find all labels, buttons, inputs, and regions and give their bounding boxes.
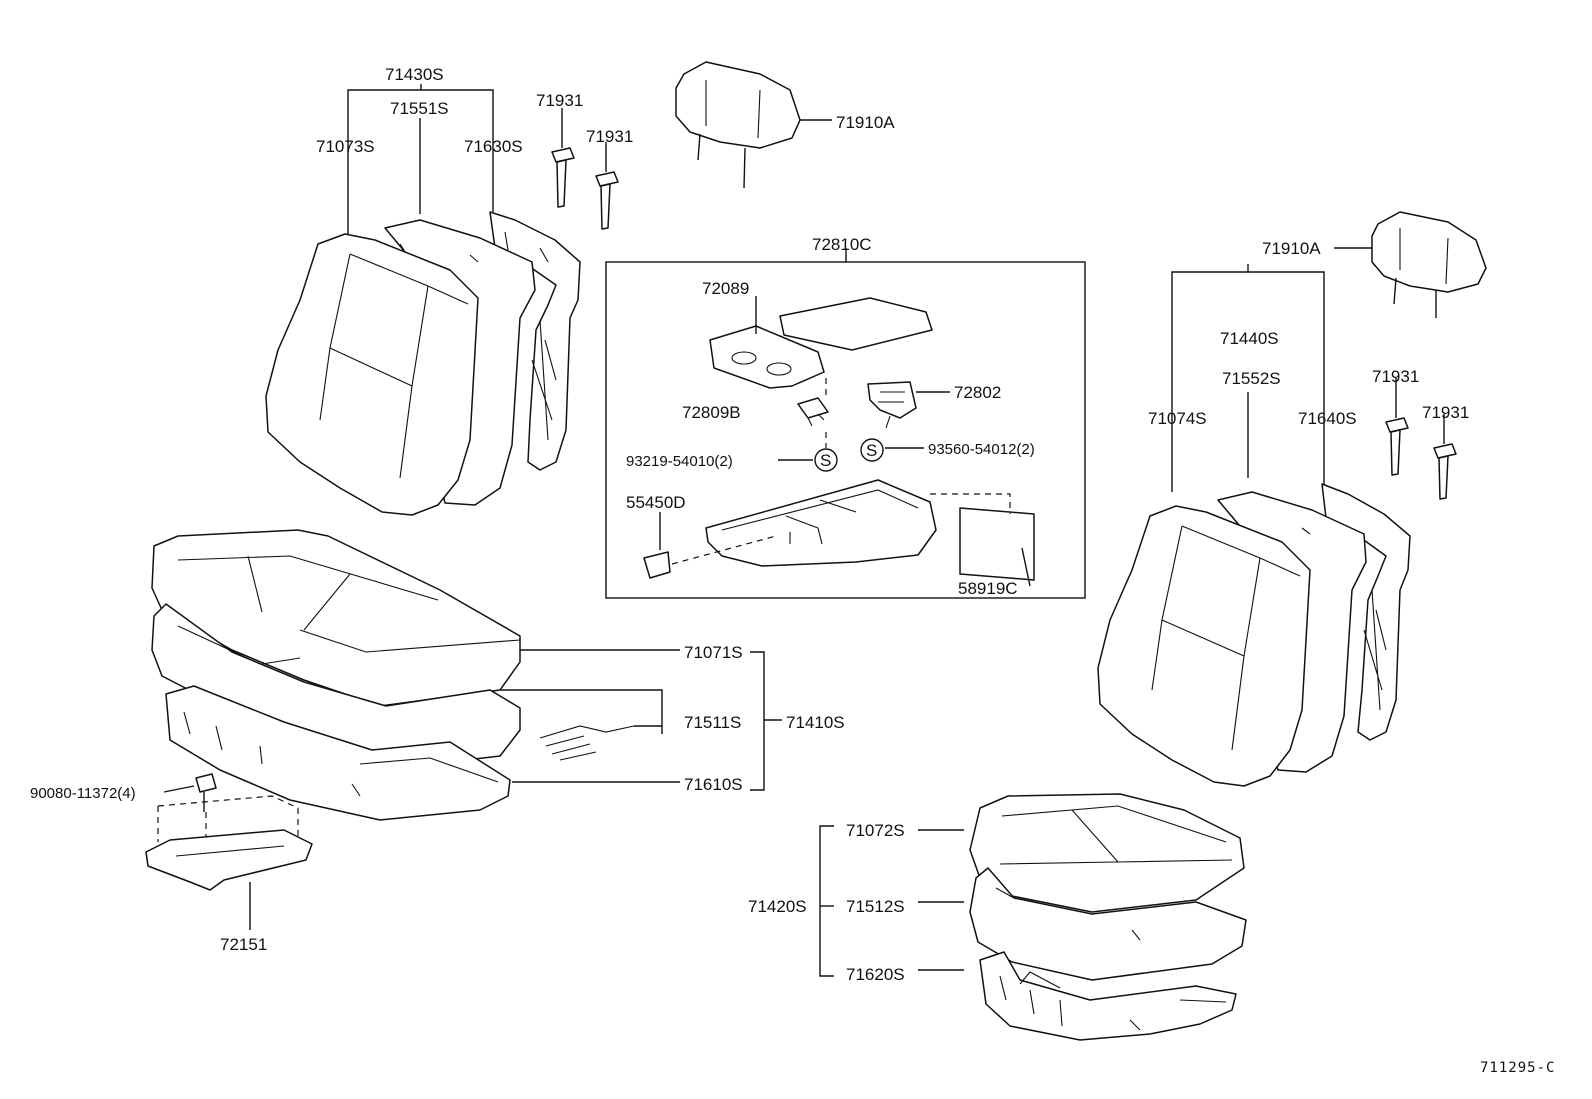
label-90080-11372: 90080-11372(4)	[30, 785, 136, 802]
label-71073S: 71073S	[316, 137, 375, 156]
right-cushion-bracket	[819, 825, 834, 977]
screw-symbol-b	[860, 438, 924, 462]
left-seatback-cover	[265, 233, 479, 516]
label-71440S: 71440S	[1220, 329, 1279, 348]
left-cushion-frame	[165, 685, 680, 821]
label-71552S: 71552S	[1222, 369, 1281, 388]
left-seatback-bracket	[347, 84, 494, 236]
right-cushion-pad	[918, 867, 1247, 981]
right-seatback-bracket	[1171, 264, 1325, 492]
screw-symbol-a-text: S	[820, 451, 831, 470]
label-93219-54010: 93219-54010(2)	[626, 453, 733, 470]
label-71610S: 71610S	[684, 775, 743, 794]
left-cushion-heater-harness	[539, 725, 662, 761]
headrest-guide-left-a	[551, 108, 575, 208]
right-seatback-frame	[1321, 483, 1411, 741]
label-72151: 72151	[220, 935, 267, 954]
label-72089: 72089	[702, 279, 749, 298]
label-71931-c: 71931	[1372, 367, 1419, 386]
console-cap	[643, 512, 777, 579]
headrest-guide-left-b	[595, 142, 619, 230]
right-headrest-guide-b	[1433, 414, 1457, 500]
label-55450D: 55450D	[626, 493, 686, 512]
label-71640S: 71640S	[1298, 409, 1357, 428]
label-72809B: 72809B	[682, 403, 741, 422]
part-labels: 71430S 71551S 71073S 71630S 71931 71931 …	[30, 65, 1555, 1076]
right-cushion-cover	[918, 793, 1245, 913]
screw-symbol-b-text: S	[866, 441, 877, 460]
floor-bracket	[145, 795, 313, 930]
label-71511S: 71511S	[684, 713, 741, 732]
right-cushion-frame	[918, 951, 1237, 1041]
label-72810C: 72810C	[812, 235, 872, 254]
label-71931-b: 71931	[586, 127, 633, 146]
label-71910A-a: 71910A	[836, 113, 895, 132]
label-71410S: 71410S	[786, 713, 845, 732]
label-58919C: 58919C	[958, 579, 1018, 598]
mounting-bolt	[163, 773, 217, 812]
label-71072S: 71072S	[846, 821, 905, 840]
console-lid	[779, 297, 933, 351]
label-71910A-b: 71910A	[1262, 239, 1321, 258]
console-tray	[705, 479, 937, 567]
console-group-box	[605, 248, 1086, 599]
console-hinge-a	[797, 378, 829, 427]
label-71074S: 71074S	[1148, 409, 1207, 428]
console-cupholder-panel	[709, 296, 825, 389]
console-hinge-b	[867, 381, 950, 429]
right-headrest	[1334, 211, 1487, 318]
headrest-left	[675, 61, 832, 189]
label-71620S: 71620S	[846, 965, 905, 984]
diagram-reference-code: 711295-C	[1480, 1060, 1555, 1076]
label-71630S: 71630S	[464, 137, 523, 156]
label-71420S: 71420S	[748, 897, 807, 916]
label-71551S: 71551S	[390, 99, 449, 118]
label-93560-54012: 93560-54012(2)	[928, 441, 1035, 458]
label-71512S: 71512S	[846, 897, 905, 916]
right-seatback-cover	[1097, 505, 1311, 787]
label-71071S: 71071S	[684, 643, 743, 662]
label-71931-a: 71931	[536, 91, 583, 110]
left-cushion-bracket	[750, 651, 782, 791]
screw-symbol-a	[778, 432, 838, 472]
left-seatback-frame	[489, 211, 581, 471]
console-label-plate	[930, 493, 1035, 587]
right-headrest-guide-a	[1385, 378, 1409, 476]
label-71430S: 71430S	[385, 65, 444, 84]
label-71931-d: 71931	[1422, 403, 1469, 422]
label-72802: 72802	[954, 383, 1001, 402]
